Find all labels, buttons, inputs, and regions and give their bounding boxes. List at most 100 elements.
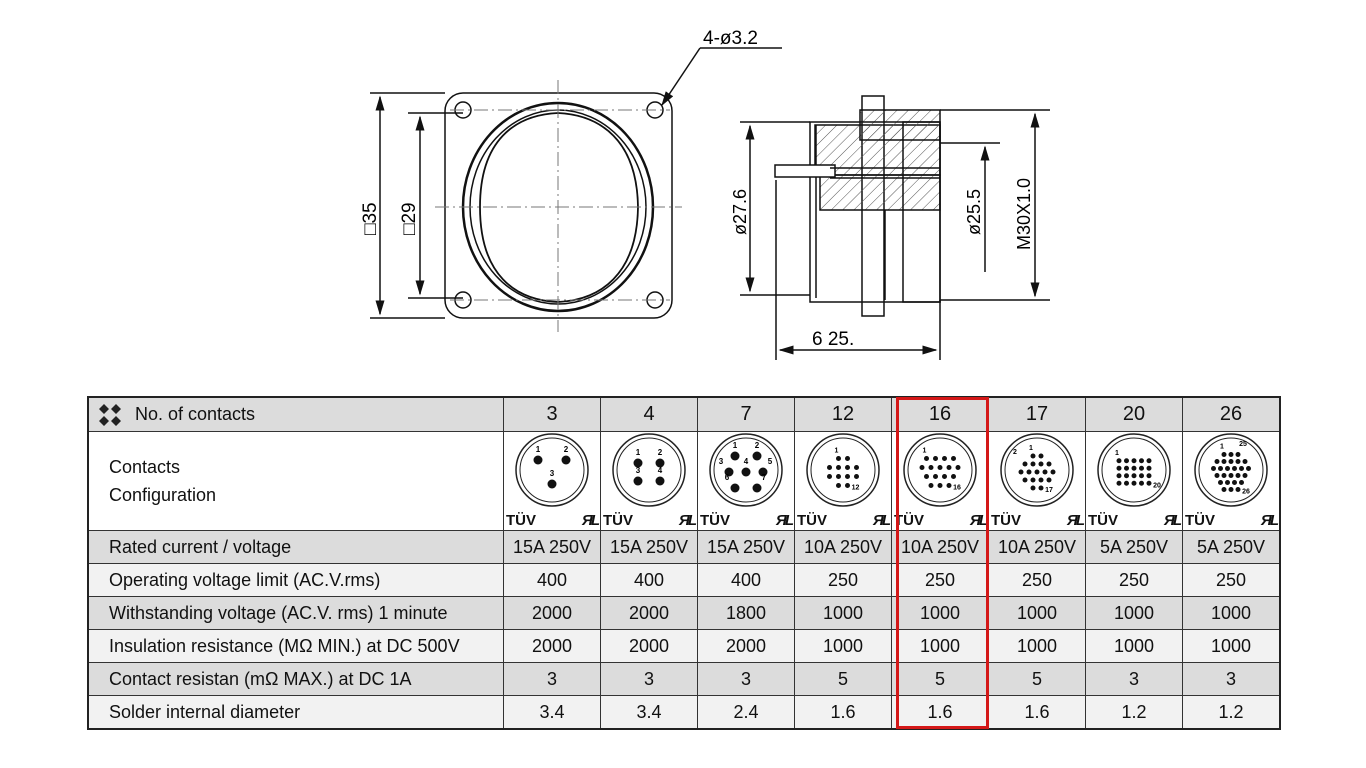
spec-value-cell: 2000: [600, 629, 698, 663]
pin-layout-diagram: 112: [806, 433, 880, 507]
pin-dot: [854, 465, 859, 470]
pin-number-label: 1: [636, 448, 641, 457]
pin-dot: [924, 474, 929, 479]
pin-dot: [1228, 459, 1234, 464]
contacts-count-cell: 16: [891, 396, 989, 432]
pin-dot: [1050, 469, 1056, 475]
pin-number-label: 1: [835, 448, 839, 455]
spec-value-cell: 1000: [794, 596, 892, 630]
spec-value-cell: 400: [503, 563, 601, 597]
pin-dot: [1228, 452, 1234, 457]
spec-value-cell: 3: [1182, 662, 1281, 696]
pin-dot: [1221, 452, 1227, 457]
pin-dot: [827, 465, 832, 470]
spec-value-cell: 1.6: [891, 695, 989, 730]
pin-dot: [1034, 469, 1040, 475]
pin-dot: [1146, 480, 1152, 486]
pin-dot: [1214, 459, 1220, 464]
pin-dot: [1018, 469, 1024, 475]
hole-callout-label: 4-ø3.2: [703, 28, 758, 49]
pin-dot: [1131, 473, 1137, 479]
flange-inner-label: □29: [399, 202, 420, 235]
spec-value-cell: 3.4: [503, 695, 601, 730]
pin-dot: [1124, 458, 1129, 464]
connector-outline: [907, 437, 973, 503]
spec-value-cell: 10A 250V: [988, 530, 1086, 564]
pin-dot: [854, 474, 859, 479]
row-label: Contact resistan (mΩ MAX.) at DC 1A: [87, 662, 504, 696]
pin-dot: [1046, 477, 1052, 483]
spec-value-cell: 2.4: [697, 695, 795, 730]
pin-dot: [1214, 473, 1220, 478]
pin-dot: [1225, 466, 1230, 471]
pin-dot: [1026, 469, 1032, 475]
pin-dot: [655, 476, 665, 486]
spec-value-cell: 15A 250V: [600, 530, 698, 564]
pin-dot: [919, 465, 925, 470]
pin-dot: [836, 456, 841, 461]
spec-value-cell: 250: [794, 563, 892, 597]
spec-value-cell: 5A 250V: [1085, 530, 1183, 564]
spec-value-cell: 2000: [600, 596, 698, 630]
pin-dot: [942, 456, 947, 461]
pin-dot: [827, 474, 832, 479]
pin-dot: [1221, 487, 1227, 492]
connector-outline: [1004, 437, 1070, 503]
spec-value-cell: 10A 250V: [794, 530, 892, 564]
pin-dot: [633, 476, 643, 486]
pin-number-label: 1: [1029, 445, 1033, 452]
pin-number-label: 6: [725, 473, 730, 482]
connector-outline: [810, 437, 876, 503]
pin-dot: [1042, 469, 1048, 475]
pin-dot: [1146, 458, 1152, 464]
connector-outline: [1101, 437, 1167, 503]
spec-value-cell: 1000: [891, 629, 989, 663]
pin-number-label: 3: [636, 466, 641, 475]
pin-dot: [547, 479, 557, 489]
length-label: 6 25.: [812, 329, 854, 350]
pin-number-label: 20: [1153, 482, 1161, 489]
spec-value-cell: 250: [1182, 563, 1281, 597]
pin-dot: [741, 467, 751, 477]
spec-value-cell: 3: [697, 662, 795, 696]
connector-outline: [903, 433, 977, 507]
pin-dot: [1239, 466, 1244, 471]
certification-marks: TÜV ЯL: [991, 512, 1085, 529]
pin-dot: [1146, 465, 1152, 471]
ul-mark-icon: ЯL: [1066, 512, 1085, 529]
spec-value-cell: 1.6: [988, 695, 1086, 730]
config-label-line1: Contacts: [109, 457, 181, 477]
pin-number-label: 1: [1220, 444, 1224, 451]
pin-dot: [836, 483, 841, 488]
pin-dot: [1038, 477, 1044, 483]
spec-value-cell: 1000: [1182, 596, 1281, 630]
pin-dot: [924, 456, 929, 461]
contacts-count-cell: 3: [503, 396, 601, 432]
pin-dot: [1246, 466, 1251, 471]
connector-outline: [1097, 433, 1171, 507]
pin-dot: [1116, 473, 1122, 479]
ul-mark-icon: ЯL: [872, 512, 891, 529]
pin-dot: [758, 467, 768, 477]
pin-dot: [1022, 477, 1028, 483]
spec-row-insulation: Insulation resistance (MΩ MIN.) at DC 50…: [87, 629, 1281, 663]
spec-value-cell: 2000: [503, 629, 601, 663]
pin-dot: [1124, 465, 1129, 471]
spec-value-cell: 5A 250V: [1182, 530, 1281, 564]
connector-outline: [1000, 433, 1074, 507]
pin-number-label: 16: [953, 485, 961, 492]
spec-value-cell: 1000: [1182, 629, 1281, 663]
tuv-mark: TÜV: [700, 512, 730, 529]
tuv-mark: TÜV: [991, 512, 1021, 529]
pin-dot: [928, 465, 934, 470]
pin-number-label: 2: [564, 445, 569, 454]
pin-layout-diagram: 116: [903, 433, 977, 507]
spec-value-cell: 400: [600, 563, 698, 597]
